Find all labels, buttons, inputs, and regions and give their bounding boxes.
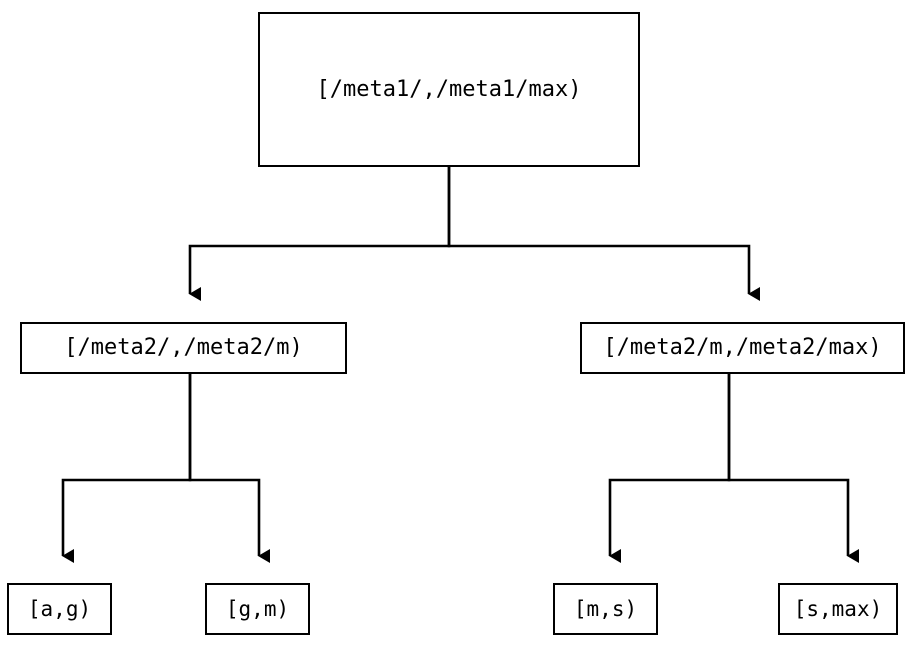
tree-node-mid-right-label: [/meta2/m,/meta2/max): [603, 335, 882, 360]
tree-node-leaf-2[interactable]: [g,m): [205, 583, 310, 635]
tree-node-leaf-4[interactable]: [s,max): [778, 583, 898, 635]
tree-node-root-label: [/meta1/,/meta1/max): [316, 76, 582, 102]
edge-mid-right-to-leaf-3: [608, 374, 731, 563]
edge-mid-right-to-leaf-4: [727, 374, 859, 563]
edge-mid-left-to-leaf-1: [61, 374, 192, 563]
edge-root-to-mid-right: [447, 167, 760, 301]
tree-node-leaf-2-label: [g,m): [225, 596, 290, 621]
tree-node-mid-left-label: [/meta2/,/meta2/m): [64, 335, 303, 360]
tree-node-leaf-1-label: [a,g): [27, 596, 92, 621]
tree-node-root[interactable]: [/meta1/,/meta1/max): [258, 12, 640, 167]
tree-node-leaf-3-label: [m,s): [573, 596, 638, 621]
tree-node-leaf-3[interactable]: [m,s): [553, 583, 658, 635]
edge-mid-left-to-leaf-2: [188, 374, 270, 563]
tree-node-leaf-4-label: [s,max): [793, 596, 883, 621]
tree-node-leaf-1[interactable]: [a,g): [7, 583, 112, 635]
tree-node-mid-right[interactable]: [/meta2/m,/meta2/max): [580, 322, 905, 374]
edge-root-to-mid-left: [188, 167, 451, 301]
tree-node-mid-left[interactable]: [/meta2/,/meta2/m): [20, 322, 347, 374]
